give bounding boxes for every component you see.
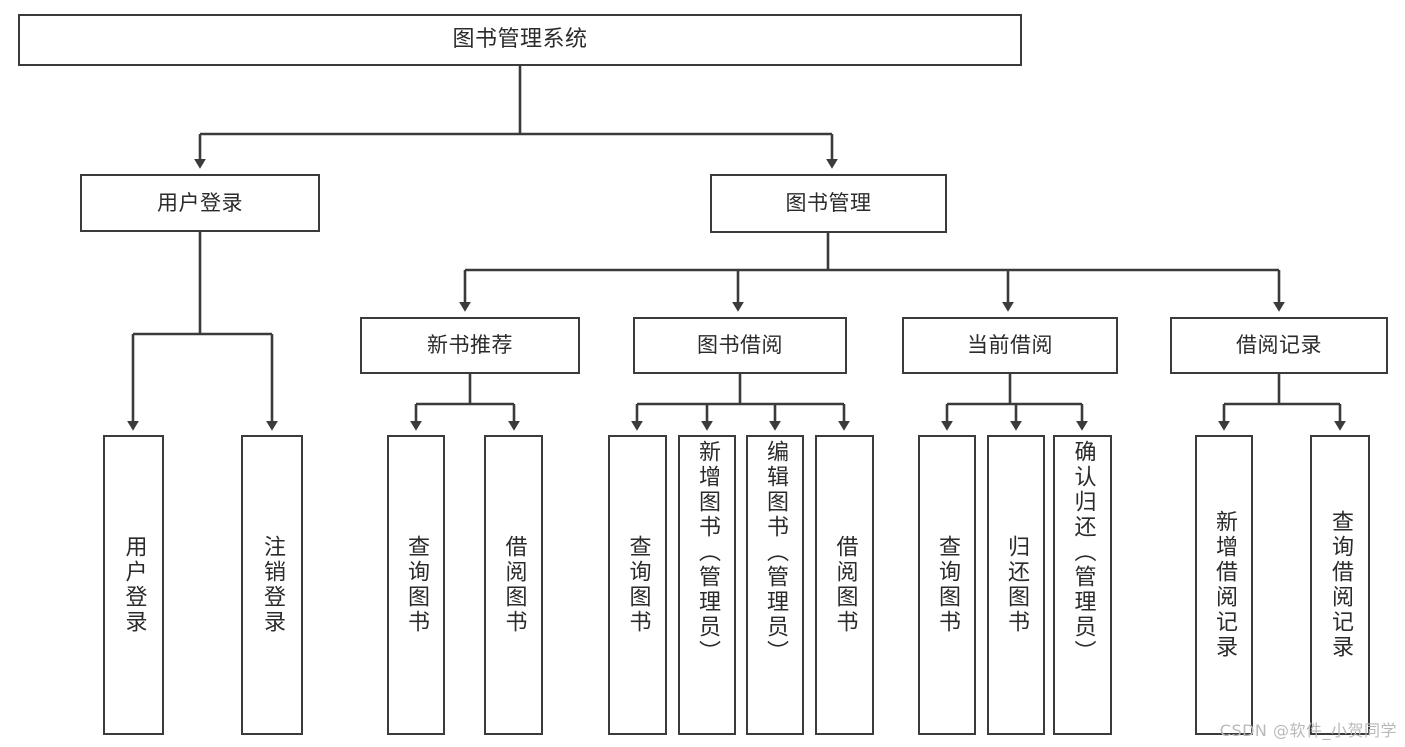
leaf-current-confirm-return[interactable]: 确认归还（管理员） <box>1053 435 1112 735</box>
node-new-book-recommend[interactable]: 新书推荐 <box>360 317 580 374</box>
node-label: 图书管理系统 <box>452 27 588 53</box>
node-current-borrow[interactable]: 当前借阅 <box>902 317 1118 374</box>
leaf-records-query-record[interactable]: 查询借阅记录 <box>1310 435 1370 735</box>
leaf-records-add-record[interactable]: 新增借阅记录 <box>1195 435 1253 735</box>
node-label: 图书借阅 <box>697 333 783 358</box>
node-label: 借阅图书 <box>832 535 858 635</box>
node-label: 归还图书 <box>1004 535 1029 635</box>
node-label: 注销登录 <box>260 535 285 635</box>
leaf-borrow-edit-book[interactable]: 编辑图书（管理员） <box>746 435 804 735</box>
node-label: 查询借阅记录 <box>1328 510 1353 660</box>
leaf-current-query-book[interactable]: 查询图书 <box>918 435 976 735</box>
node-label: 借阅图书 <box>501 535 527 635</box>
node-label: 查询图书 <box>404 535 429 635</box>
leaf-borrow-add-book[interactable]: 新增图书（管理员） <box>678 435 736 735</box>
node-root-system[interactable]: 图书管理系统 <box>18 14 1022 66</box>
node-label: 新书推荐 <box>427 333 513 358</box>
node-book-management[interactable]: 图书管理 <box>710 174 947 233</box>
node-borrow-records[interactable]: 借阅记录 <box>1170 317 1388 374</box>
leaf-borrow-query-book[interactable]: 查询图书 <box>608 435 667 735</box>
watermark-text: CSDN @软件_小贺同学 <box>1219 721 1397 740</box>
leaf-user-login-logout[interactable]: 注销登录 <box>241 435 303 735</box>
node-label: 当前借阅 <box>967 333 1053 358</box>
leaf-borrow-borrow-book[interactable]: 借阅图书 <box>815 435 874 735</box>
leaf-new-book-query[interactable]: 查询图书 <box>387 435 445 735</box>
leaf-user-login-login[interactable]: 用户登录 <box>103 435 164 735</box>
leaf-new-book-borrow[interactable]: 借阅图书 <box>484 435 543 735</box>
node-label: 查询图书 <box>935 535 960 635</box>
node-user-login[interactable]: 用户登录 <box>80 174 320 232</box>
node-label: 新增借阅记录 <box>1212 510 1237 660</box>
node-label: 确认归还（管理员） <box>1070 440 1096 665</box>
node-label: 新增图书（管理员） <box>695 440 720 665</box>
node-label: 图书管理 <box>785 191 872 216</box>
node-label: 用户登录 <box>157 190 243 215</box>
node-label: 查询图书 <box>625 535 651 635</box>
leaf-current-return-book[interactable]: 归还图书 <box>987 435 1045 735</box>
node-label: 用户登录 <box>121 535 147 635</box>
node-book-borrow[interactable]: 图书借阅 <box>633 317 847 374</box>
node-label: 借阅记录 <box>1236 333 1322 358</box>
node-label: 编辑图书（管理员） <box>763 440 788 665</box>
